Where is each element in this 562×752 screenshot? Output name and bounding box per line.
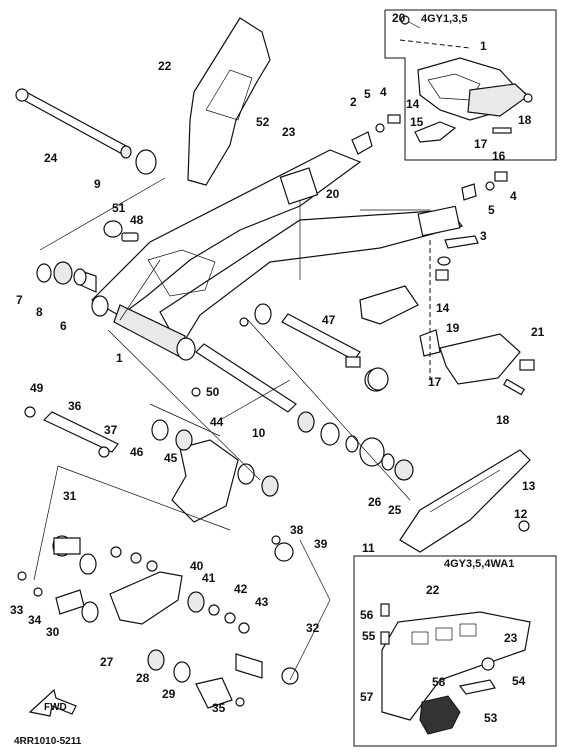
callout-37: 37 [104,423,118,437]
callout-47: 47 [322,313,336,327]
inset-top-callout-18: 18 [518,113,532,127]
callout-20: 20 [326,187,340,201]
inset-top-frame: 4GY1,3,5 [384,9,557,161]
inset-bottom-callout-22: 22 [426,583,440,597]
inset-bottom-header: 4GY3,5,4WA1 [444,558,514,570]
bearing-stack-right [297,411,414,481]
callout-3: 3 [480,229,487,243]
callout-8: 8 [36,305,43,319]
inset-bottom-frame: 4GY3,5,4WA1 [353,555,557,747]
callout-40: 40 [190,559,204,573]
callout-51: 51 [112,201,126,215]
inset-bottom-callout-23: 23 [504,631,518,645]
callout-31: 31 [63,489,77,503]
pivot-bearings-left [36,220,139,293]
drawing-code: 4RR1010-5211 [14,736,82,747]
inset-bottom-callouts: 22 56 55 23 57 58 54 53 [360,583,526,725]
inset-bottom-callout-54: 54 [512,674,526,688]
callout-26: 26 [368,495,382,509]
pivot-shaft [15,88,157,175]
inset-bottom-callout-53: 53 [484,711,498,725]
callout-7: 7 [16,293,23,307]
callout-52: 52 [256,115,270,129]
callout-6: 6 [60,319,67,333]
callout-45: 45 [164,451,178,465]
forward-arrow-icon: FWD [28,688,77,717]
callout-22: 22 [158,59,172,73]
callout-30: 30 [46,625,60,639]
callout-25: 25 [388,503,402,517]
callout-50: 50 [206,385,220,399]
inset-top-callout-17: 17 [474,137,488,151]
callout-34: 34 [28,613,42,627]
callout-28: 28 [136,671,150,685]
leader-lines [33,177,430,681]
callout-33: 33 [10,603,24,617]
inset-top-callout-1: 1 [480,39,487,53]
callout-24: 24 [44,151,58,165]
callout-19: 19 [446,321,460,335]
connecting-rod [17,535,299,709]
callout-38: 38 [290,523,304,537]
callout-29: 29 [162,687,176,701]
callout-12: 12 [514,507,528,521]
callout-48: 48 [130,213,144,227]
part-callouts: 1234567891011121314171819202122232425262… [10,59,545,715]
chain-puller-brackets [351,114,535,396]
callout-43: 43 [255,595,269,609]
inset-top-callout-15: 15 [410,115,424,129]
inset-top-callout-4: 4 [380,85,387,99]
inset-top-callout-14: 14 [406,97,420,111]
callout-5: 5 [488,203,495,217]
inset-bottom-callout-55: 55 [362,629,376,643]
callout-2: 2 [350,95,357,109]
swingarm-cap [345,356,389,391]
callout-10: 10 [252,426,266,440]
inset-top-callout-16: 16 [492,149,506,163]
inset-top-header: 4GY1,3,5 [421,13,467,25]
callout-4: 4 [510,189,517,203]
callout-44: 44 [210,415,224,429]
inset-top-callout-5: 5 [364,87,371,101]
chain-guard-upper [187,17,271,186]
callout-17: 17 [428,375,442,389]
callout-39: 39 [314,537,328,551]
callout-23: 23 [282,125,296,139]
callout-11: 11 [362,541,375,555]
callout-46: 46 [130,445,144,459]
inset-bottom-callout-56: 56 [360,608,374,622]
callout-1: 1 [116,351,123,365]
inset-bottom-callout-58: 58 [432,675,446,689]
inset-top-callout-20: 20 [392,11,406,25]
callout-35: 35 [212,701,226,715]
callout-14: 14 [436,301,450,315]
callout-21: 21 [531,325,545,339]
chain-guard-lower [399,449,531,553]
relay-arm [24,387,279,523]
callout-36: 36 [68,399,82,413]
callout-9: 9 [94,177,101,191]
callout-27: 27 [100,655,114,669]
fwd-label: FWD [44,702,67,713]
callout-42: 42 [234,582,248,596]
callout-13: 13 [522,479,536,493]
callout-18: 18 [496,413,510,427]
callout-41: 41 [202,571,216,585]
inset-bottom-callout-57: 57 [360,690,374,704]
swingarm [91,149,464,361]
callout-49: 49 [30,381,44,395]
callout-32: 32 [306,621,320,635]
